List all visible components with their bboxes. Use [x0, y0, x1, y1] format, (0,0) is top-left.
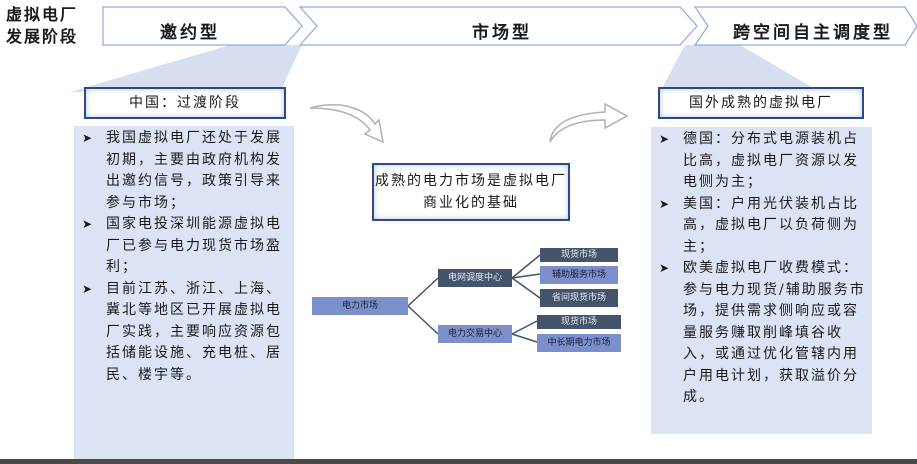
- arrowhead-bullet-icon: ➤: [659, 132, 672, 146]
- arrowhead-bullet-icon: ➤: [659, 196, 672, 211]
- side-label-line2: 发展阶段: [6, 27, 79, 46]
- list-item: ➤我国虚拟电厂还处于发展初期，主要由政府机构发出邀约信号，政策引导来参与市场；: [82, 130, 282, 211]
- callout-shade-right: [660, 45, 820, 92]
- stage-row-label: 虚拟电厂 发展阶段: [6, 4, 78, 48]
- arrowhead-bullet-icon: ➤: [659, 261, 672, 275]
- list-item: ➤美国：户用光伏装机占比高，虚拟电厂以负荷侧为主；: [659, 195, 859, 255]
- list-item: ➤欧美虚拟电厂收费模式：参与电力现货/辅助服务市场，提供需求侧响应或容量服务赚取…: [659, 260, 866, 405]
- stage-label-market: 市场型: [472, 23, 532, 43]
- curved-arrow-icon: [309, 104, 384, 144]
- china-bullet-list: ➤我国虚拟电厂还处于发展初期，主要由政府机构发出邀约信号，政策引导来参与市场； …: [74, 128, 294, 386]
- center-title-box: 成熟的电力市场是虚拟电厂商业化的基础: [372, 163, 570, 221]
- stage-chevron-1: [102, 6, 303, 46]
- tree-leaf-node: 辅助服务市场: [540, 266, 618, 284]
- stage-label-cross-space: 跨空间自主调度型: [733, 23, 893, 43]
- tree-connectors: [407, 254, 541, 343]
- tree-root-node: 电力市场: [312, 297, 408, 315]
- tree-branch-node: 电力交易中心: [438, 325, 512, 343]
- abroad-bullet-list: ➤德国：分布式电源装机占比高，虚拟电厂资源以发电侧为主； ➤美国：户用光伏装机占…: [651, 129, 872, 409]
- list-item: ➤目前江苏、浙江、上海、冀北等地区已开展虚拟电厂实践，主要响应资源包括储能设施、…: [82, 280, 282, 383]
- tree-leaf-node: 中长期电力市场: [537, 334, 621, 352]
- list-item: ➤德国：分布式电源装机占比高，虚拟电厂资源以发电侧为主；: [659, 131, 859, 190]
- stage-label-invitation: 邀约型: [160, 23, 220, 43]
- abroad-panel: ➤德国：分布式电源装机占比高，虚拟电厂资源以发电侧为主； ➤美国：户用光伏装机占…: [651, 127, 872, 434]
- side-label-line1: 虚拟电厂: [6, 5, 79, 24]
- bottom-divider: [0, 459, 917, 464]
- callout-shade-left: [70, 45, 302, 92]
- tree-leaf-node: 省间现货市场: [540, 289, 618, 307]
- tree-leaf-node: 现货市场: [540, 248, 618, 262]
- arrowhead-bullet-icon: ➤: [82, 217, 95, 231]
- china-title-box: 中国：过渡阶段: [84, 87, 286, 119]
- tree-branch-node: 电网调度中心: [438, 269, 512, 287]
- stage-chevron-3: [693, 6, 917, 46]
- stage-chevron-2: [298, 6, 698, 46]
- china-panel: ➤我国虚拟电厂还处于发展初期，主要由政府机构发出邀约信号，政策引导来参与市场； …: [74, 126, 294, 459]
- arrowhead-bullet-icon: ➤: [82, 281, 95, 296]
- curved-arrow-icon: [549, 102, 629, 143]
- arrowhead-bullet-icon: ➤: [82, 131, 95, 145]
- list-item: ➤国家电投深圳能源虚拟电厂已参与电力现货市场盈利；: [82, 216, 282, 275]
- abroad-title-box: 国外成熟的虚拟电厂: [658, 87, 864, 119]
- tree-leaf-node: 现货市场: [537, 315, 621, 329]
